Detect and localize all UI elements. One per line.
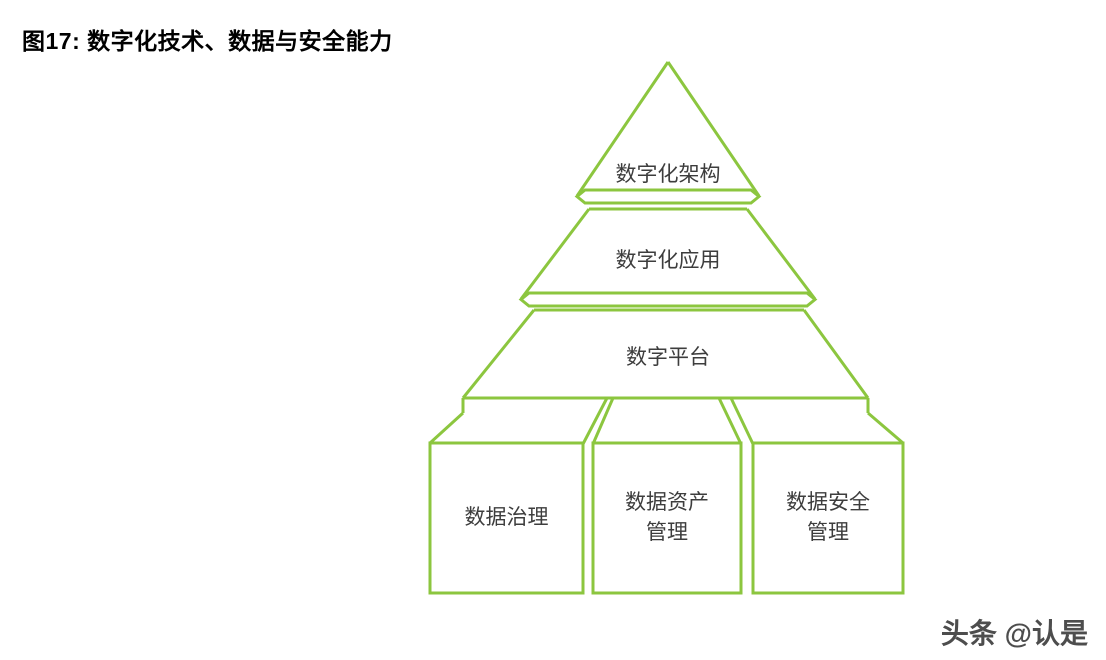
box-data-asset-management <box>591 441 743 595</box>
tier-label-digital-architecture: 数字化架构 <box>615 163 721 186</box>
box-roof-edges <box>428 397 904 445</box>
box-data-security-management <box>751 441 905 595</box>
tier-label-digital-application: 数字化应用 <box>615 249 721 272</box>
tier-label-digital-platform: 数字平台 <box>626 346 710 369</box>
box-label-data-security-management: 数据安全 管理 <box>786 491 870 544</box>
box-label-data-governance: 数据治理 <box>464 506 549 529</box>
tier-2-face <box>519 207 817 300</box>
watermark: 头条 @认是 <box>940 618 1088 649</box>
box-data-governance <box>428 441 585 595</box>
tier-1-face <box>575 61 761 197</box>
tier-1-base-plate <box>574 188 762 205</box>
tier-2-base-plate <box>518 291 818 308</box>
box-label-data-asset-management: 数据资产 管理 <box>625 491 709 544</box>
figure-title: 图17: 数字化技术、数据与安全能力 <box>22 28 393 54</box>
tier-3-face <box>461 308 870 413</box>
